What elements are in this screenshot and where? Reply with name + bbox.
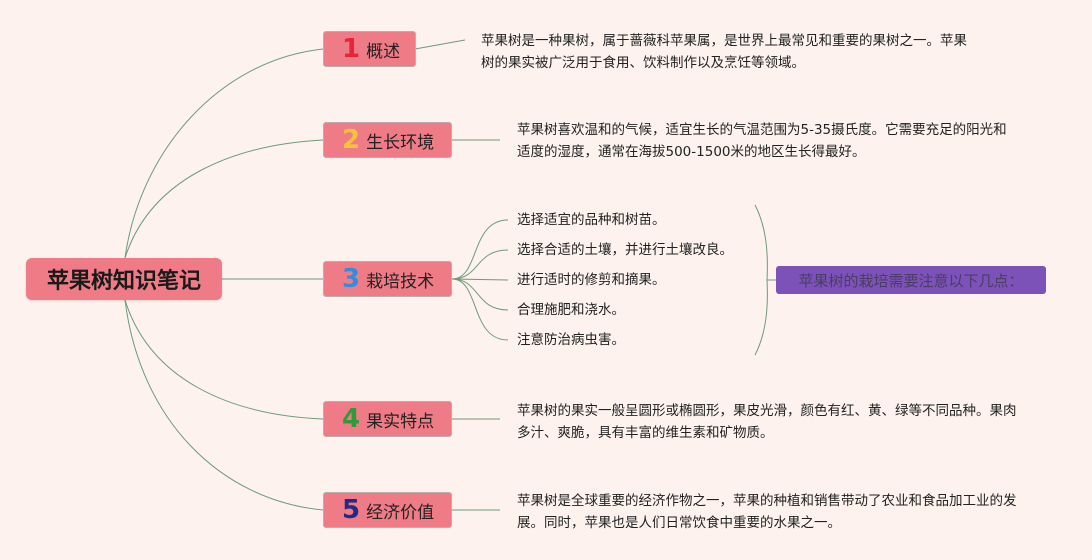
branch-label: 生长环境 bbox=[366, 132, 435, 153]
fruit-text: 苹果树的果实一般呈圆形或椭圆形，果皮光滑，颜色有红、黄、绿等不同品种。果肉多汁、… bbox=[517, 403, 1017, 441]
environment-text: 苹果树喜欢温和的气候，适宜生长的气温范围为5-35摄氏度。它需要充足的阳光和适度… bbox=[517, 122, 1007, 160]
root-title: 苹果树知识笔记 bbox=[46, 269, 201, 294]
economy-text: 苹果树是全球重要的经济作物之一，苹果的种植和销售带动了农业和食品加工业的发展。同… bbox=[517, 493, 1017, 531]
branch-label: 概述 bbox=[366, 41, 401, 62]
cultivation-item: 选择合适的土壤，并进行土壤改良。 bbox=[517, 242, 733, 258]
cultivation-item: 进行适时的修剪和摘果。 bbox=[517, 272, 666, 288]
number-4-icon: 4 bbox=[342, 404, 361, 434]
number-3-icon: 3 bbox=[342, 264, 361, 294]
branch-label: 经济价值 bbox=[366, 502, 435, 523]
branch-overview: 1 概述 bbox=[323, 31, 416, 67]
branch-label: 果实特点 bbox=[366, 411, 435, 432]
cultivation-item: 合理施肥和浇水。 bbox=[517, 302, 625, 318]
branch-economy: 5 经济价值 bbox=[323, 492, 452, 528]
branch-label: 栽培技术 bbox=[366, 271, 435, 292]
branch-fruit: 4 果实特点 bbox=[323, 401, 452, 437]
number-2-icon: 2 bbox=[342, 125, 361, 155]
root-node: 苹果树知识笔记 bbox=[26, 258, 222, 300]
branch-environment: 2 生长环境 bbox=[323, 122, 452, 158]
branch-cultivation: 3 栽培技术 bbox=[323, 261, 452, 297]
cultivation-summary: 苹果树的栽培需要注意以下几点： bbox=[776, 266, 1046, 294]
number-1-icon: 1 bbox=[342, 34, 361, 64]
number-5-icon: 5 bbox=[342, 495, 361, 525]
overview-text: 苹果树是一种果树，属于蔷薇科苹果属，是世界上最常见和重要的果树之一。苹果树的果实… bbox=[481, 33, 967, 71]
cultivation-item: 注意防治病虫害。 bbox=[517, 332, 625, 348]
summary-text: 苹果树的栽培需要注意以下几点： bbox=[798, 271, 1024, 290]
cultivation-item: 选择适宜的品种和树苗。 bbox=[517, 212, 666, 228]
